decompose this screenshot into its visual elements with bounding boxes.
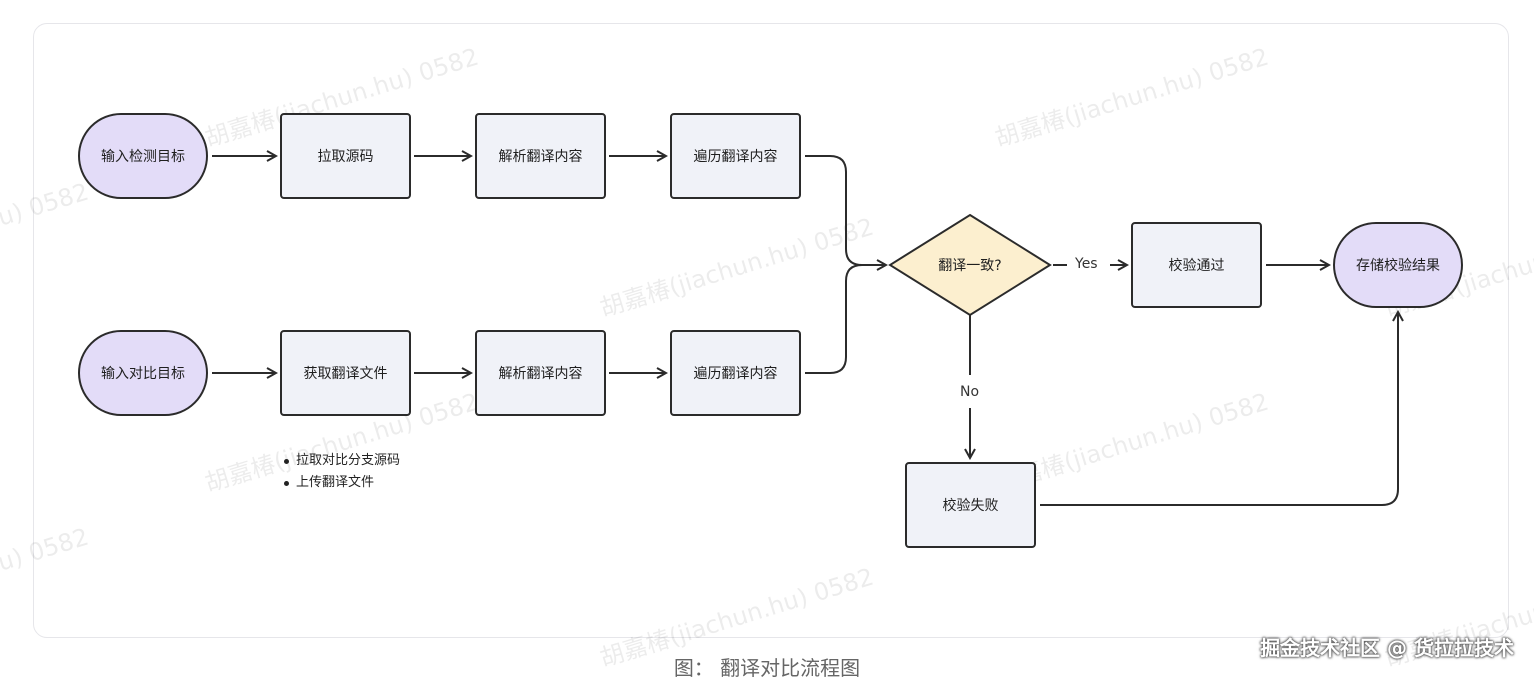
note-item: 拉取对比分支源码 bbox=[282, 450, 400, 472]
node-label: 解析翻译内容 bbox=[498, 149, 583, 165]
iterate-translation-node-bottom: 遍历翻译内容 bbox=[670, 330, 801, 416]
edge-bottom-to-decision bbox=[805, 264, 863, 374]
node-label: 翻译一致? bbox=[938, 258, 1002, 274]
input-compare-node: 输入对比目标 bbox=[78, 330, 208, 416]
node-label: 校验通过 bbox=[1168, 258, 1225, 274]
decision-label: 翻译一致? bbox=[900, 245, 1040, 285]
decision-diamond bbox=[888, 213, 1052, 317]
input-target-node: 输入检测目标 bbox=[78, 113, 208, 199]
edge-fail-to-store bbox=[1040, 312, 1398, 506]
node-label: 输入对比目标 bbox=[101, 366, 185, 382]
check-pass-node: 校验通过 bbox=[1131, 222, 1262, 308]
edge-top-to-decision bbox=[805, 155, 886, 265]
figure-caption: 图： 翻译对比流程图 bbox=[673, 656, 861, 680]
get-translation-file-node: 获取翻译文件 bbox=[280, 330, 411, 416]
node-label: 解析翻译内容 bbox=[498, 366, 583, 382]
note-list: 拉取对比分支源码 上传翻译文件 bbox=[282, 450, 400, 494]
node-label: 拉取源码 bbox=[317, 149, 374, 165]
node-label: 遍历翻译内容 bbox=[693, 366, 778, 382]
note-item: 上传翻译文件 bbox=[282, 472, 400, 494]
brand-watermark: 掘金技术社区 @ 货拉拉技术 bbox=[1260, 636, 1514, 660]
parse-translation-node-bottom: 解析翻译内容 bbox=[475, 330, 606, 416]
check-fail-node: 校验失败 bbox=[905, 462, 1036, 548]
node-label: 获取翻译文件 bbox=[303, 366, 388, 382]
node-label: 校验失败 bbox=[942, 498, 999, 514]
parse-translation-node: 解析翻译内容 bbox=[475, 113, 606, 199]
pull-source-node: 拉取源码 bbox=[280, 113, 411, 199]
iterate-translation-node: 遍历翻译内容 bbox=[670, 113, 801, 199]
node-label: 存储校验结果 bbox=[1356, 258, 1440, 274]
yes-label: Yes bbox=[1073, 256, 1100, 272]
node-label: 遍历翻译内容 bbox=[693, 149, 778, 165]
node-label: 输入检测目标 bbox=[101, 149, 185, 165]
no-label: No bbox=[958, 384, 982, 400]
store-result-node: 存储校验结果 bbox=[1333, 222, 1463, 308]
